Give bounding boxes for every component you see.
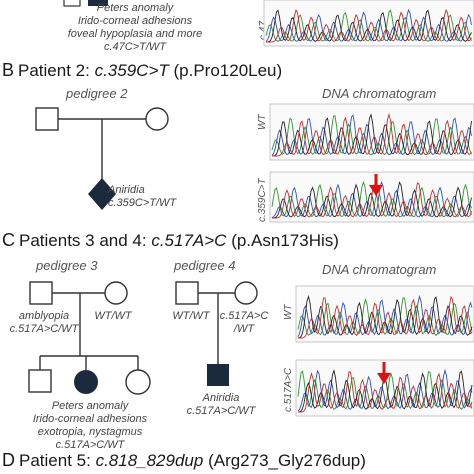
pedigree2 [35, 107, 169, 210]
chromatogram-c-mut [295, 359, 474, 417]
trace-c [265, 8, 472, 42]
b-trace-label-wt: WT [257, 114, 268, 130]
c-red-arrow-head [377, 373, 391, 384]
pedigree4 [175, 281, 258, 386]
trace-t [272, 112, 472, 157]
trace-a [265, 9, 472, 42]
ped3-proband-note: Peters anomaly Irido-corneal adhesions e… [32, 400, 148, 451]
trace-a [271, 180, 472, 218]
trace-a [297, 297, 473, 336]
chromatogram-b-mut [269, 171, 474, 223]
ped4-proband [207, 364, 229, 386]
ped3-proband [74, 370, 98, 394]
trace-g [271, 113, 472, 157]
ped3-sibling-female [125, 369, 151, 395]
p1-affected-fragment [88, 0, 108, 6]
trace-a [271, 115, 472, 156]
pedigree4-title: pedigree 4 [174, 258, 236, 273]
p1-pedigree-fragment [63, 0, 108, 7]
chromatogram-b-wt [269, 103, 474, 161]
ped2-father [35, 107, 59, 131]
p1-chromatogram [263, 0, 474, 47]
c-trace-label-wt: WT [283, 304, 294, 320]
trace-t [298, 371, 473, 413]
trace-c [297, 368, 473, 412]
ped4-father-note: WT/WT [172, 310, 210, 322]
ped4-mother-note: c.517A>C /WT [219, 310, 269, 335]
ped3-father-note: amblyopia c.517A>C/WT [9, 310, 79, 335]
ped3-mother-note: WT/WT [94, 310, 132, 322]
pedigree2-title: pedigree 2 [66, 86, 128, 101]
ped4-mother [234, 281, 258, 305]
ped3-father [29, 281, 53, 305]
p1-proband-note: Peters anomaly Irido-corneal adhesions f… [67, 2, 203, 53]
b-red-arrow-head [369, 185, 383, 196]
ped3-mother [104, 281, 128, 305]
ped2-proband [88, 178, 116, 210]
chromatogram-c-wt [295, 285, 474, 343]
trace-t [272, 182, 472, 219]
c-trace-label-mut: c.517A>C [283, 367, 294, 412]
trace-t [298, 295, 473, 339]
ped4-proband-note: Aniridia c.517A>C/WT [186, 392, 256, 417]
trace-t [266, 8, 472, 43]
ped2-proband-note: Aniridia c.359C>T/WT [108, 184, 177, 209]
b-trace-label-mut: c.359C>T [257, 178, 268, 222]
pedigree3 [28, 281, 151, 395]
pedigree3-title: pedigree 3 [36, 258, 98, 273]
chromatogram-b-title: DNA chromatogram [322, 86, 437, 101]
chromatogram-c-title: DNA chromatogram [322, 262, 437, 277]
ped3-sibling-male [28, 369, 52, 393]
ped4-father [175, 281, 199, 305]
trace-c [271, 180, 472, 219]
trace-g [265, 9, 472, 43]
p1-square-fragment [63, 0, 81, 7]
ped2-mother [145, 107, 169, 131]
